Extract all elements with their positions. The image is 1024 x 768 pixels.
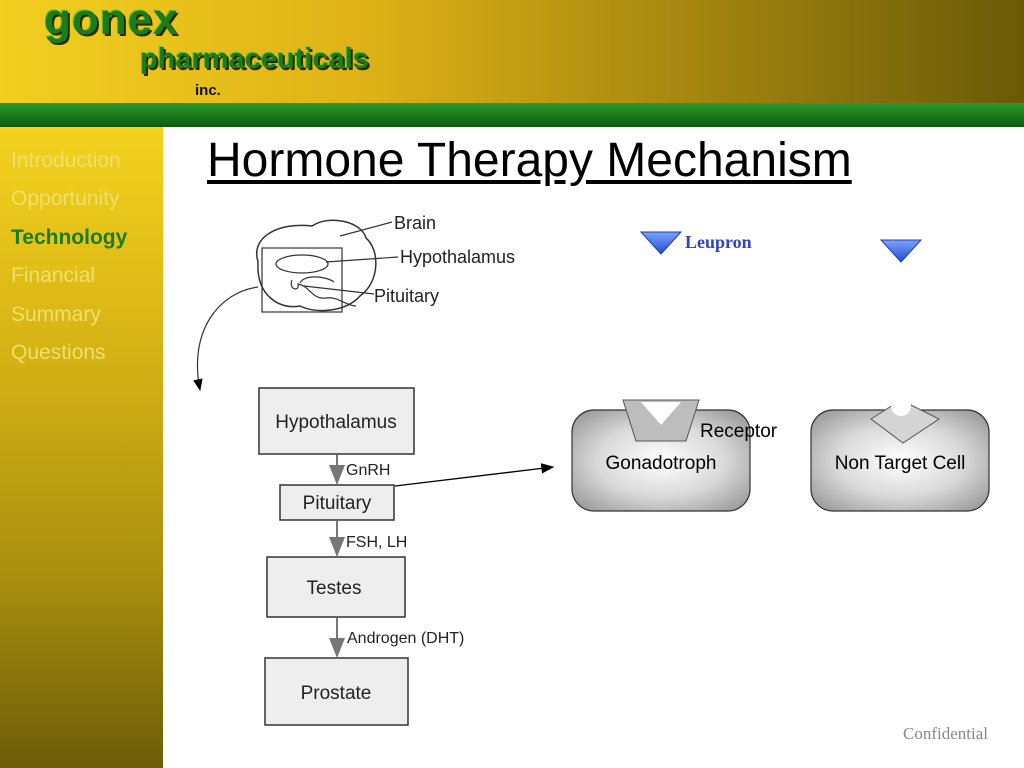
nav-item-introduction[interactable]: Introduction	[11, 149, 121, 172]
arrow-gnrh-label: GnRH	[346, 462, 390, 479]
hypothalamus-label: Hypothalamus	[400, 247, 515, 267]
sidebar-nav: Introduction Opportunity Technology Fina…	[0, 127, 163, 768]
receptor-label: Receptor	[700, 421, 778, 442]
slide-title: Hormone Therapy Mechanism	[207, 134, 852, 187]
arrow-fsh-lh-label: FSH, LH	[346, 534, 407, 551]
logo-gonex: gonex	[44, 0, 179, 44]
confidential-footer: Confidential	[903, 724, 988, 743]
flow-box-testes-label: Testes	[307, 578, 362, 599]
non-target-receptor-slot-icon	[891, 396, 911, 416]
flow-box-hypothalamus	[258, 387, 415, 455]
non-target-cell-label: Non Target Cell	[835, 453, 966, 474]
header-divider-bar	[0, 103, 1024, 127]
nav-item-questions[interactable]: Questions	[11, 341, 106, 364]
logo-inc: inc.	[195, 82, 221, 99]
nav-item-opportunity[interactable]: Opportunity	[11, 187, 120, 210]
nav-item-summary[interactable]: Summary	[11, 303, 101, 326]
header-banner: gonex pharmaceuticals inc.	[0, 0, 1024, 103]
leupron-label: Leupron	[685, 232, 752, 252]
flow-box-pituitary	[279, 484, 395, 521]
gonadotroph-label: Gonadotroph	[606, 453, 717, 474]
flow-box-testes	[266, 556, 406, 618]
flow-box-prostate	[264, 657, 409, 726]
logo-pharmaceuticals: pharmaceuticals	[140, 43, 369, 75]
leupron-triangle-icon	[639, 231, 683, 255]
nav-item-technology[interactable]: Technology	[11, 226, 128, 249]
flow-box-pituitary-label: Pituitary	[303, 493, 372, 514]
flow-box-prostate-label: Prostate	[301, 683, 372, 704]
flow-box-hypothalamus-label: Hypothalamus	[275, 412, 396, 433]
brain-label: Brain	[394, 213, 436, 233]
nav-item-financial[interactable]: Financial	[11, 264, 96, 287]
pituitary-label: Pituitary	[374, 286, 439, 306]
brain-illustration	[193, 219, 399, 392]
non-target-receptor-shape	[870, 399, 940, 444]
connector-arrow	[394, 463, 555, 487]
arrow-androgen-label: Androgen (DHT)	[347, 630, 464, 647]
mechanism-diagram: Brain Hypothalamus Pituitary Hypothalamu…	[193, 213, 990, 726]
leupron-triangle-icon-2	[879, 239, 923, 263]
receptor-slot-icon	[641, 402, 681, 425]
